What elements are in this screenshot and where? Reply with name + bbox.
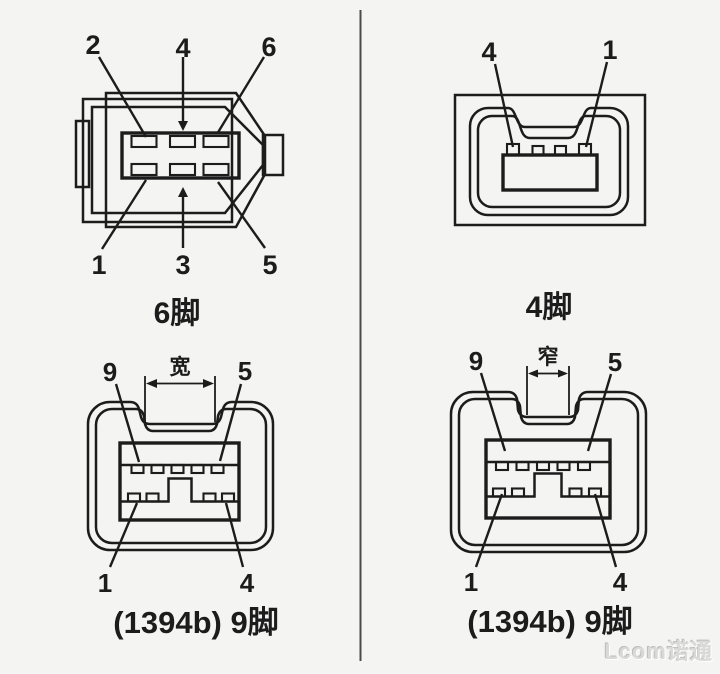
leader-line (586, 373, 613, 452)
9pin-contact (130, 463, 145, 475)
leader-line (493, 63, 515, 148)
connector-9pin-narrow-group: 9 窄 5 1 4 (1394b) 9脚 (449, 345, 648, 639)
pin-label-1: 1 (602, 35, 617, 65)
6pin-contact (202, 162, 230, 177)
pin-label-4: 4 (175, 33, 190, 63)
watermark: Lcom诺通 (604, 639, 713, 664)
4pin-outer-rect (453, 93, 647, 227)
6pin-socket (120, 131, 241, 180)
9pin-contact (491, 487, 507, 498)
dimension-label-wide: 宽 (170, 355, 191, 379)
leader-line (100, 179, 148, 250)
leader-line (217, 181, 266, 249)
9pin-narrow-shell-outer (449, 390, 648, 554)
arrowhead-right (203, 379, 214, 388)
6pin-outer-plate (81, 97, 234, 224)
caption-9pin-narrow: (1394b) 9脚 (467, 604, 632, 639)
caption-4pin: 4脚 (526, 291, 573, 324)
6pin-contact (202, 134, 230, 149)
arrowhead-left (146, 379, 157, 388)
pin-label-1: 1 (464, 567, 478, 597)
pin-label-4: 4 (481, 37, 496, 67)
leader-line (114, 383, 141, 463)
leader-line (479, 372, 507, 452)
leader-line (474, 493, 504, 568)
pin-label-3: 3 (175, 250, 190, 280)
9pin-contact (556, 460, 571, 472)
connector-4pin-group: 4 1 4脚 (453, 35, 647, 324)
pin-label-5: 5 (238, 356, 252, 386)
4pin-shell-outer (468, 106, 630, 217)
pin-label-2: 2 (85, 30, 100, 60)
pin-label-6: 6 (261, 32, 276, 62)
caption-6pin: 6脚 (154, 297, 201, 330)
9pin-contact (576, 460, 592, 472)
9pin-contact (515, 460, 530, 472)
9pin-contact (494, 460, 510, 472)
6pin-tip (261, 133, 285, 177)
6pin-contact (168, 134, 197, 149)
9pin-wide-shell-inner (94, 407, 268, 545)
pin-label-1: 1 (91, 250, 106, 280)
arrowhead (178, 187, 188, 197)
pin-label-9: 9 (469, 346, 483, 376)
4pin-contact (531, 144, 545, 157)
9pin-wide-shell-outer (86, 400, 275, 552)
9pin-narrow-socket (484, 438, 612, 520)
caption-9pin-wide: (1394b) 9脚 (113, 605, 278, 640)
9pin-contact (535, 460, 551, 472)
leader-line (215, 56, 266, 135)
9pin-contact (220, 492, 236, 503)
9pin-contact (150, 463, 165, 475)
connector-6pin-group: 2 4 6 1 3 5 6脚 (74, 30, 285, 330)
pin-label-4: 4 (613, 567, 628, 597)
4pin-contact (553, 144, 568, 157)
9pin-wide-key-tab (120, 477, 239, 503)
4pin-contact (577, 142, 593, 157)
9pin-narrow-shell-inner (457, 397, 640, 547)
pin-label-5: 5 (608, 347, 622, 377)
9pin-contact (126, 492, 142, 503)
leader-line (224, 502, 245, 568)
dimension-label-narrow: 窄 (538, 345, 559, 369)
connector-9pin-wide-group: 9 宽 5 1 4 (1394b) 9脚 (86, 355, 279, 640)
arrowhead-left (528, 369, 538, 378)
9pin-contact (145, 492, 160, 503)
9pin-contact (510, 487, 526, 498)
pin-label-5: 5 (262, 250, 277, 280)
9pin-contact (170, 463, 185, 475)
4pin-shell-inner (476, 114, 622, 209)
6pin-contact (130, 162, 158, 177)
arrowhead-right (558, 369, 568, 378)
leader-line (108, 502, 139, 568)
9pin-contact (568, 487, 583, 498)
pin-label-9: 9 (103, 357, 117, 387)
9pin-contact (202, 492, 217, 503)
4pin-socket (501, 153, 599, 192)
leader-line (593, 493, 618, 568)
pin-label-4: 4 (240, 568, 255, 598)
leader-line (218, 383, 243, 462)
leader-line (584, 61, 609, 148)
9pin-wide-socket (118, 441, 241, 522)
9pin-contact (210, 463, 225, 475)
6pin-contact (168, 162, 197, 177)
pin-label-1: 1 (98, 568, 112, 598)
leader-line (97, 56, 148, 138)
9pin-contact (190, 463, 205, 475)
arrowhead (178, 121, 188, 131)
6pin-contact (130, 134, 158, 149)
